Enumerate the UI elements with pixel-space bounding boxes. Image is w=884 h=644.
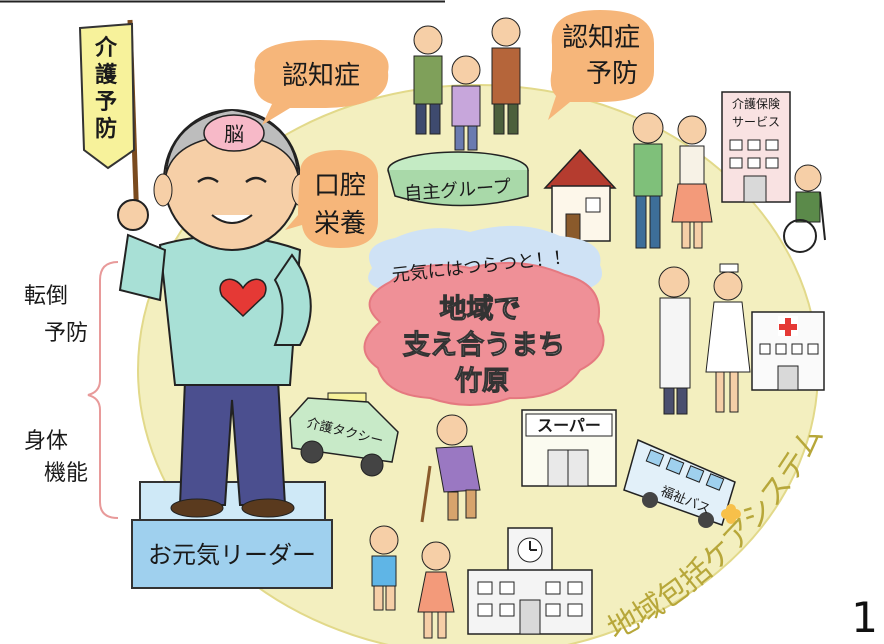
bubble-prevention-line2: 予防 <box>586 59 638 89</box>
care-facility-building <box>721 91 791 203</box>
couple-figures <box>632 112 713 249</box>
fall-line-2: 予防 <box>44 321 88 346</box>
bubble-oral-line1: 口腔 <box>314 171 366 201</box>
center-cloud <box>363 261 605 406</box>
center-line-2: 支え合うまち <box>403 329 565 361</box>
banner-char-1: 介 <box>94 35 118 61</box>
bubble-prevention-line1: 認知症 <box>562 23 640 53</box>
heart-icon <box>219 278 267 318</box>
care-facility-line-2: サービス <box>732 115 780 129</box>
banner-char-4: 防 <box>95 117 117 142</box>
self-group <box>387 17 529 207</box>
children-figures <box>369 525 455 639</box>
banner-char-3: 予 <box>95 90 117 115</box>
leader-figure <box>78 19 333 589</box>
hospital-building <box>751 311 825 391</box>
leader-pedestal <box>131 519 333 589</box>
school-building <box>467 527 593 635</box>
clover-icon <box>721 504 741 524</box>
brain-label: 脳 <box>224 122 244 146</box>
body-line-2: 機能 <box>44 461 88 486</box>
care-facility-line-1: 介護保険 <box>732 96 780 111</box>
doctor-nurse-figures <box>658 263 751 415</box>
speech-bubble-oral <box>285 150 379 248</box>
speech-bubble-dementia-prevention <box>548 10 655 120</box>
center-line-1: 地域で <box>440 294 521 325</box>
wheelchair-figure <box>783 164 826 253</box>
speech-bubble-dementia <box>254 40 389 125</box>
welfare-bus <box>623 438 736 528</box>
elderly-with-cane <box>420 414 481 523</box>
banner-char-2: 護 <box>95 62 118 88</box>
kaigo-yobo-banner <box>78 22 136 170</box>
body-line-1: 身体 <box>24 429 68 454</box>
bubble-oral-line2: 栄養 <box>314 209 366 239</box>
bubble-dementia-text: 認知症 <box>282 61 360 91</box>
brain-badge <box>203 114 265 152</box>
left-bracket <box>87 261 119 519</box>
care-taxi <box>289 392 399 477</box>
fall-line-1: 転倒 <box>24 284 68 309</box>
supermarket-label: スーパー <box>537 416 601 435</box>
supermarket-building <box>521 409 617 487</box>
leader-label: お元気リーダー <box>148 541 316 569</box>
page-number: 1 <box>851 593 878 642</box>
center-line-3: 竹原 <box>454 365 509 397</box>
house-icon <box>543 148 617 242</box>
